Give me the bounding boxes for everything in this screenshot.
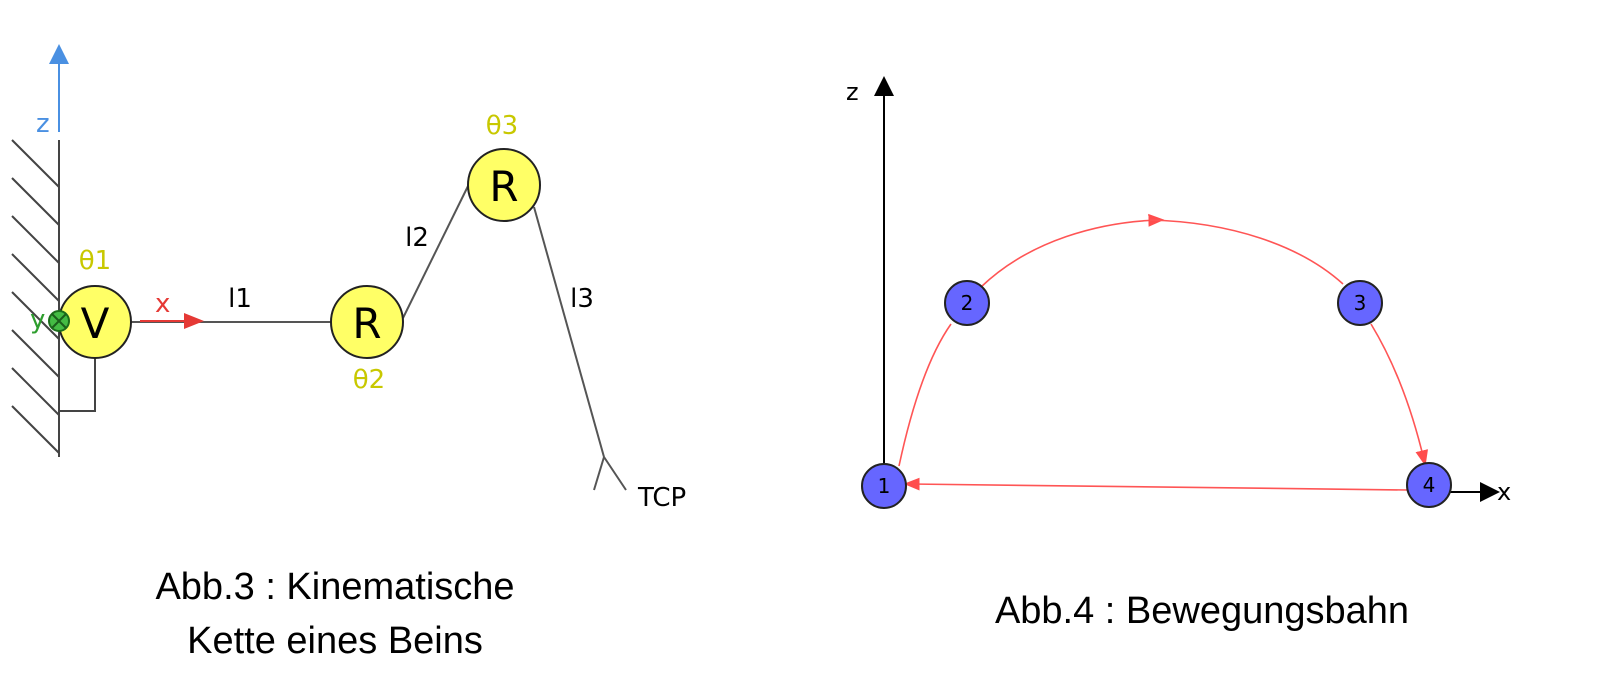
z-axis-label: z (36, 109, 50, 139)
caption-fig3: Abb.3 : Kinematische Kette eines Beins (95, 560, 575, 668)
path-x-axis-label: x (1497, 478, 1511, 506)
path-z-axis-label: z (846, 78, 859, 106)
caption-fig3-line2: Kette eines Beins (187, 620, 483, 662)
tcp-fork-left (593, 456, 605, 491)
x-axis-label: x (155, 289, 170, 319)
fixed-base-wall (11, 139, 60, 457)
joint-r3-circle (467, 148, 541, 222)
svg-text:2: 2 (961, 291, 974, 315)
theta1-label: θ1 (79, 246, 111, 276)
path-point-3: 3 (1337, 280, 1383, 326)
caption-fig4-text: Abb.4 : Bewegungsbahn (994, 590, 1410, 632)
base-bracket (59, 355, 96, 412)
link-l2-label: l2 (405, 223, 429, 253)
path-point-1: 1 (861, 463, 907, 509)
path-point-4: 4 (1406, 462, 1452, 508)
segment-1-2 (898, 323, 952, 467)
svg-text:4: 4 (1423, 473, 1436, 497)
caption-fig3-line1: Abb.3 : Kinematische (155, 566, 515, 608)
kinematic-chain-diagram: z x V θ1 y R θ2 R θ3 l1 (11, 44, 686, 513)
tcp-label: TCP (637, 483, 686, 513)
theta2-label: θ2 (353, 365, 385, 395)
segment-2-apex (980, 213, 1165, 288)
link-l1-label: l1 (228, 284, 252, 314)
link-l2 (402, 181, 471, 319)
joint-r2-circle (330, 285, 404, 359)
y-axis-label: y (30, 305, 45, 335)
caption-fig4: Abb.4 : Bewegungsbahn (942, 584, 1462, 638)
segment-4-1 (903, 477, 1408, 491)
path-point-2: 2 (944, 280, 990, 326)
link-l3-label: l3 (570, 284, 594, 314)
y-axis-into-page-icon (48, 310, 70, 332)
theta3-label: θ3 (486, 111, 518, 141)
joint-r3-label: R (489, 162, 518, 211)
tcp-fork-right (603, 456, 627, 491)
segment-apex-3 (1149, 219, 1344, 285)
svg-text:1: 1 (878, 474, 891, 498)
trajectory (898, 213, 1429, 491)
segment-3-4 (1370, 323, 1429, 467)
svg-text:3: 3 (1354, 291, 1367, 315)
joint-v-label: V (81, 299, 110, 348)
joint-r2-label: R (352, 299, 381, 348)
link-l3 (533, 206, 605, 458)
motion-path-diagram: z x 1 2 3 4 (846, 76, 1511, 509)
